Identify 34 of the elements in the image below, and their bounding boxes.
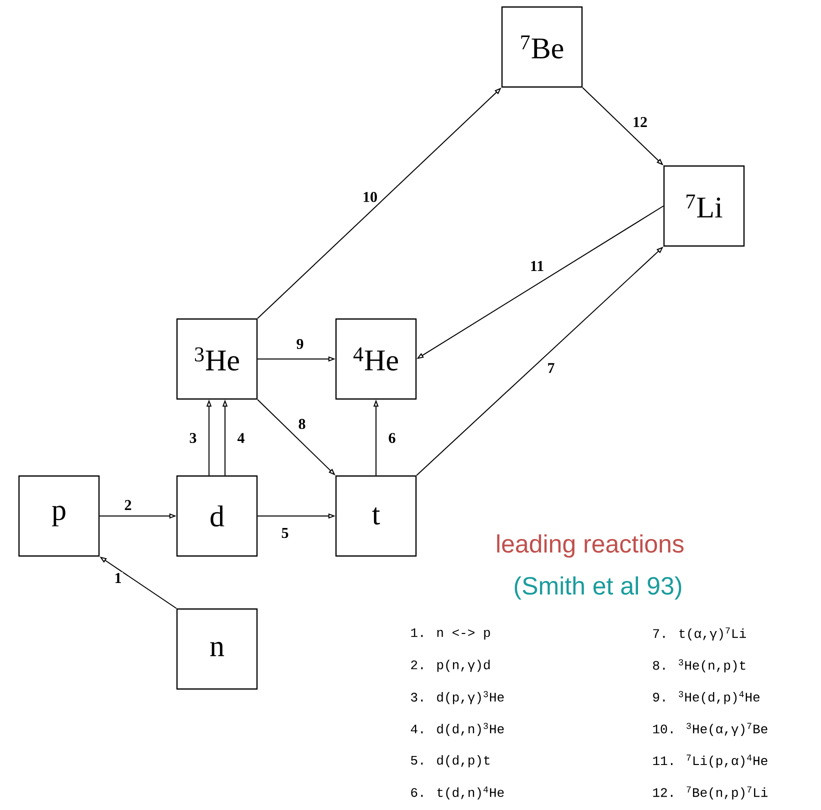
reaction-text: 4. d(d,n)$^{3}$He [410,722,504,736]
nuclide-box: t [335,475,417,557]
table-heading: leading reactions [497,534,684,558]
reaction-text: 7. t(α,γ)$^{7}$Li [653,627,746,641]
reaction-text: 10. $^{3}$He(α,γ)$^{7}$Be [653,722,768,736]
reaction-text: 3. d(p,γ)$^{3}$He [411,691,504,704]
reaction-text: 2. p(n,γ)d [411,660,490,672]
edge-label: 1 [113,572,123,584]
edge-label: 2 [123,499,133,511]
edge-label: 5 [280,527,290,539]
reaction-text: 6. t(d,n)$^{4}$He [411,786,504,800]
nuclide-box: d [176,475,258,557]
nuclide-box: $^{7}$Li [663,165,745,247]
reaction-text: 5. d(d,p)t [411,755,490,768]
edge-label: 3 [188,432,198,444]
reaction-text: 1. n <-> p [411,628,490,640]
nuclide-box: $^{3}$He [176,318,258,400]
edge-label: 11 [528,260,546,272]
nuclide-box: n [176,608,258,690]
edge-label: 6 [387,432,397,444]
nuclide-box: $^{7}$Be [501,6,583,88]
edge-label: 12 [632,116,648,128]
edge-label: 10 [362,190,378,204]
edge-label: 9 [295,338,305,350]
nuclide-box: $^{4}$He [335,318,417,400]
edge-label: 8 [297,418,307,430]
citation: (Smith et al 93) [514,576,682,600]
edge-label: 7 [546,362,556,374]
reaction-text: 8. $^{3}$He(n,p)t [653,659,746,672]
reaction-text: 9. $^{3}$He(d,p)$^{4}$He [653,691,760,704]
edge-label: 4 [236,432,246,444]
nuclide-box: p [18,475,100,557]
reaction-text: 12. $^{7}$Be(n,p)$^{7}$Li [653,786,768,800]
reaction-text: 11. $^{7}$Li(p,α)$^{4}$He [653,754,768,768]
